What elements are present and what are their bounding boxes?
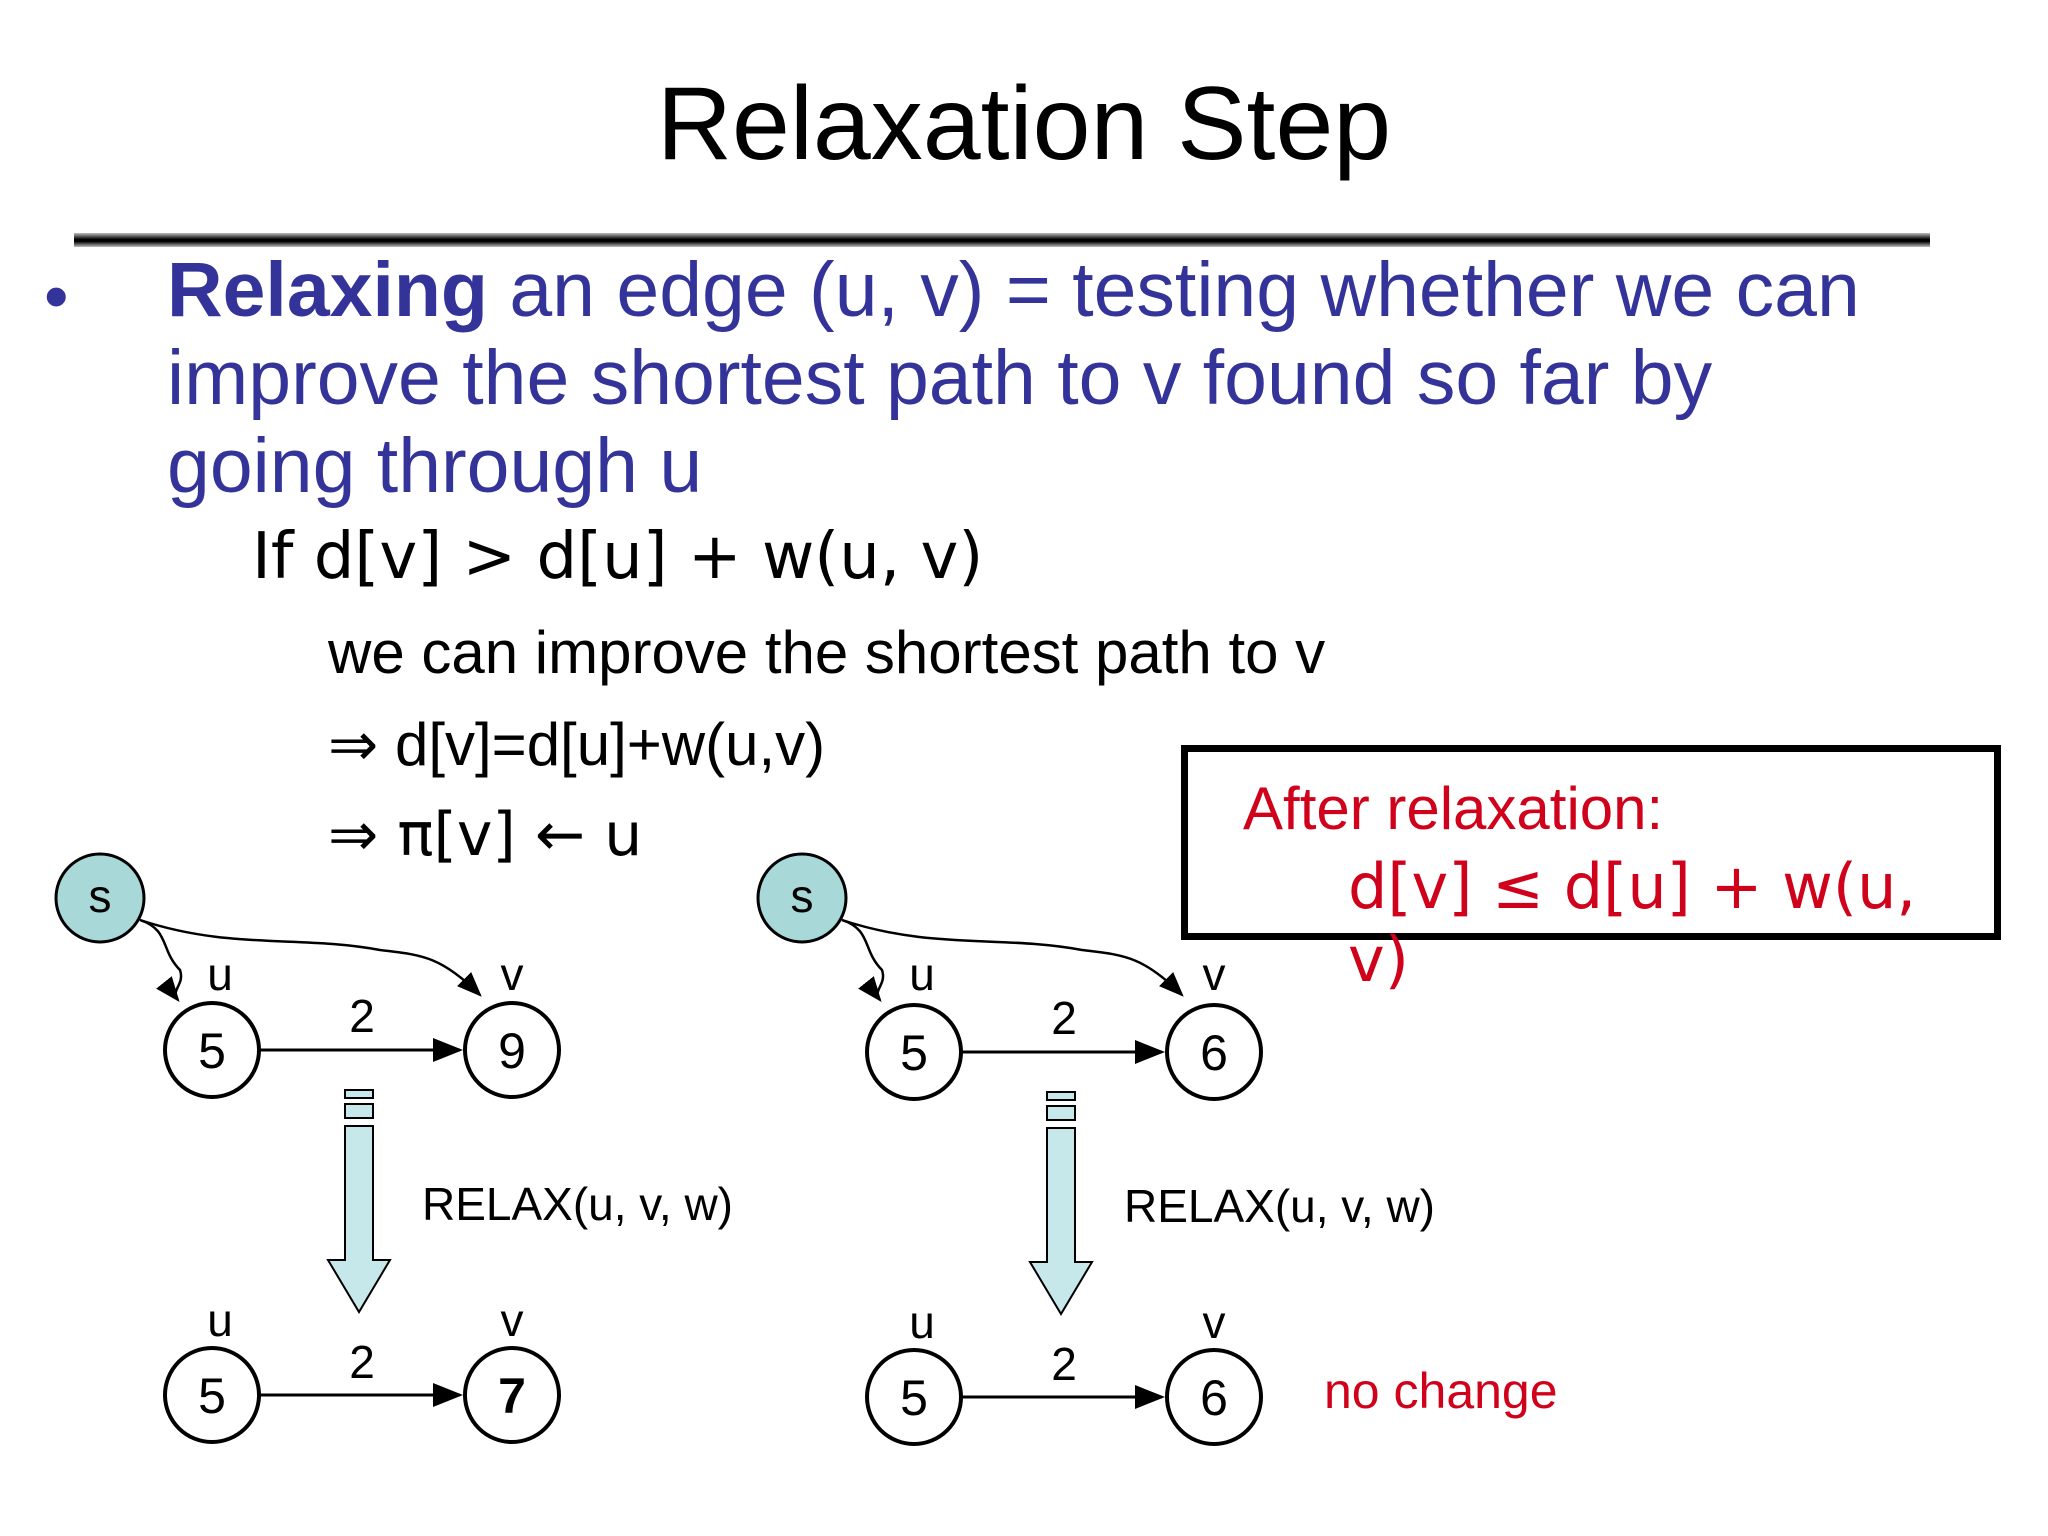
u-label-right-bottom: u: [909, 1296, 935, 1348]
u-value-before-left: 5: [198, 1023, 226, 1079]
weight-after-left: 2: [349, 1336, 375, 1388]
path-s-to-v-left: [139, 918, 482, 997]
box-heading: After relaxation:: [1243, 775, 1664, 842]
arrow-stripe-1-right: [1046, 1091, 1076, 1101]
relax-arrow-right: [1028, 1127, 1094, 1316]
v-value-before-right: 6: [1200, 1025, 1228, 1081]
u-value-after-right: 5: [900, 1370, 928, 1426]
path-s-to-u-left: [139, 918, 183, 1002]
title-divider: [74, 233, 1930, 247]
node-v-after-right: [1165, 1348, 1263, 1446]
update-pi-line: ⇒ π[v] ← u: [328, 800, 643, 870]
arrow-stripe-2-right: [1046, 1105, 1076, 1121]
u-value-after-left: 5: [198, 1368, 226, 1424]
arrow-stripe-1-left: [344, 1089, 374, 1099]
node-u-before-right: [865, 1003, 963, 1101]
weight-before-right: 2: [1051, 992, 1077, 1044]
node-v-before-left: [463, 1001, 561, 1099]
no-change-note: no change: [1324, 1363, 1558, 1419]
after-relaxation-box: After relaxation: d[v] ≤ d[u] + w(u, v): [1181, 745, 2001, 996]
relax-label-right: RELAX(u, v, w): [1124, 1180, 1435, 1232]
v-label-right-top: v: [1203, 948, 1226, 1000]
u-value-before-right: 5: [900, 1025, 928, 1081]
update-d-line: ⇒ d[v]=d[u]+w(u,v): [328, 711, 826, 778]
path-s-to-u-right: [841, 918, 885, 1002]
left-diagram: s u v 5 9 2 RELAX(u, v, w) u v 5 7 2: [54, 852, 733, 1444]
v-label-left-bottom: v: [501, 1294, 524, 1346]
node-u-before-left: [163, 1001, 261, 1099]
v-value-after-left: 7: [498, 1368, 526, 1424]
node-u-after-right: [865, 1348, 963, 1446]
arrow-stripe-2-left: [344, 1103, 374, 1119]
slide-title: Relaxation Step: [656, 66, 1392, 182]
relax-label-left: RELAX(u, v, w): [422, 1178, 733, 1230]
v-value-before-left: 9: [498, 1023, 526, 1079]
node-v-after-left: [463, 1346, 561, 1444]
source-node-right: [756, 852, 848, 944]
source-label-right: s: [791, 870, 814, 922]
weight-after-right: 2: [1051, 1338, 1077, 1390]
path-s-to-v-right: [841, 918, 1184, 997]
u-label-left-bottom: u: [207, 1294, 233, 1346]
node-u-after-left: [163, 1346, 261, 1444]
box-inequality: d[v] ≤ d[u] + w(u, v): [1348, 850, 1917, 996]
u-label-right-top: u: [909, 948, 935, 1000]
node-v-before-right: [1165, 1003, 1263, 1101]
v-label-right-bottom: v: [1203, 1296, 1226, 1348]
u-label-left-top: u: [207, 948, 233, 1000]
bullet-text: Relaxing an edge (u, v) = testing whethe…: [167, 246, 1867, 510]
source-node-left: [54, 852, 146, 944]
bullet-rest: an edge (u, v) = testing whether we can …: [167, 247, 1860, 509]
right-diagram: s u v 5 6 2 RELAX(u, v, w) u v 5 6 2: [756, 852, 1435, 1446]
bullet-bold-term: Relaxing: [167, 247, 488, 333]
bullet-marker: •: [44, 257, 69, 335]
relax-condition: If d[v] > d[u] + w(u, v): [252, 520, 984, 594]
v-value-after-right: 6: [1200, 1370, 1228, 1426]
relax-arrow-left: [326, 1125, 392, 1314]
v-label-left-top: v: [501, 948, 524, 1000]
improve-line: we can improve the shortest path to v: [328, 619, 1326, 686]
source-label-left: s: [89, 870, 112, 922]
weight-before-left: 2: [349, 990, 375, 1042]
